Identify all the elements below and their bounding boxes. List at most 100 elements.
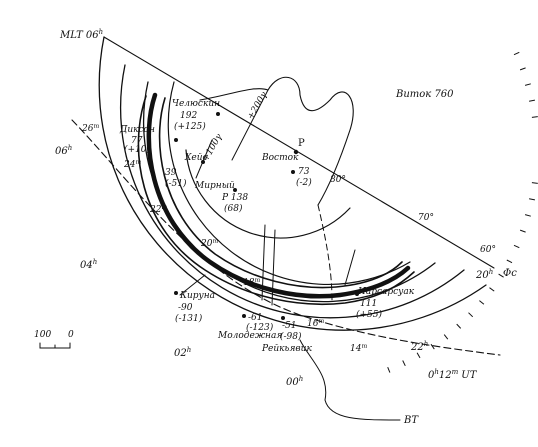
svg-text:(-98): (-98) (280, 331, 302, 342)
svg-text:Восток: Восток (261, 153, 299, 163)
outer-tick (506, 259, 513, 264)
svg-text:Мирный: Мирный (194, 181, 235, 191)
station-kiruna: Кируна -90 (-131) (175, 291, 215, 324)
vector-north (271, 229, 276, 306)
outer-tick (531, 116, 538, 118)
outer-tick (531, 182, 538, 184)
outer-tick (430, 343, 435, 350)
vector-200-label: +200γ (246, 90, 270, 122)
outer-tick (513, 51, 520, 56)
ut-20-label: 20m (200, 238, 218, 249)
kiruna-marker (174, 291, 178, 295)
svg-text:111: 111 (360, 299, 377, 309)
latitude-60-circle (119, 64, 465, 319)
ut-16-label: 16m (307, 318, 324, 329)
diagram-title: Виток 760 (395, 89, 454, 100)
svg-text:Диксон: Диксон (119, 125, 155, 135)
station-narsarsuak: Нарсарсуак 111 (+55) (356, 287, 415, 320)
svg-text:(-2): (-2) (296, 177, 312, 188)
station-dikson: Диксон 77 (+10) (119, 125, 155, 155)
polar-cap-boundary (199, 76, 354, 206)
reykjavik-marker (281, 316, 285, 320)
vector-kiruna (179, 274, 206, 296)
hour-04-label: 04h (80, 258, 97, 271)
auroral-band (146, 92, 411, 299)
hour-02-label: 02h (174, 346, 191, 359)
dashed-meridian (317, 204, 333, 301)
svg-text:(-123): (-123) (246, 322, 274, 333)
bt-curve (299, 339, 401, 421)
auroral-band-inner (158, 97, 403, 289)
vector-east (261, 224, 266, 301)
svg-text:(+55): (+55) (356, 309, 383, 320)
outer-ticks (387, 51, 538, 373)
ut-24-label: 24m (123, 159, 141, 170)
lat-60-label: 60° (480, 245, 496, 255)
mirny-marker (233, 188, 237, 192)
svg-text:-90: -90 (178, 303, 193, 313)
chelyuskin-marker (216, 112, 220, 116)
scale-label-0: 0 (68, 330, 74, 340)
scale-label-100: 100 (34, 330, 51, 340)
molodezhnaya-marker (242, 314, 246, 318)
svg-text:192: 192 (180, 111, 197, 121)
satellite-trajectory (71, 119, 501, 356)
outer-tick (468, 312, 474, 318)
svg-text:73: 73 (298, 167, 310, 177)
svg-text:Челюскин: Челюскин (172, 99, 220, 109)
station-chelyuskin: Челюскин 192 (+125) (172, 99, 220, 132)
station-molodezhnaya: Молодежная -61 (-123) (217, 313, 282, 341)
ut-26-label: 26m (81, 123, 99, 134)
station-vostok: Восток 73 (-2) (261, 153, 312, 188)
hour-22-label: 22h (410, 340, 428, 353)
station-heis: Хейс 39 (-51) (165, 153, 208, 189)
outer-tick (387, 367, 391, 373)
vostok-marker (291, 170, 295, 174)
hour-00-label: 00h (286, 375, 303, 388)
narsarsuak-marker (355, 292, 359, 296)
outer-tick (524, 83, 531, 86)
svg-text:39: 39 (165, 168, 177, 178)
scale-bar (39, 342, 71, 349)
lat-70-label: 70° (418, 213, 434, 223)
heis-marker (201, 160, 205, 164)
svg-text:Рейкьявик: Рейкьявик (261, 344, 312, 354)
svg-text:Молодежная: Молодежная (217, 331, 282, 341)
svg-text:Нарсарсуак: Нарсарсуак (357, 287, 415, 297)
mlt-axis-label: MLT 06h (59, 28, 103, 41)
outer-tick (402, 360, 406, 367)
vector-200 (231, 89, 269, 161)
lat-80-label: 80° (330, 175, 346, 185)
hour-20-label: 20h (475, 268, 493, 281)
ut-14-label: 14m (350, 343, 367, 354)
outer-circle (98, 36, 487, 331)
svg-text:(+10): (+10) (124, 144, 151, 155)
svg-text:(-51): (-51) (165, 178, 187, 189)
outer-tick (479, 300, 485, 305)
outer-tick (513, 244, 520, 249)
dikson-marker (174, 138, 178, 142)
vector-100 (195, 139, 213, 179)
point-p-label: P (298, 138, 305, 149)
vector-narsarsuak (344, 249, 356, 286)
outer-tick (498, 273, 504, 278)
outer-tick (519, 67, 526, 71)
svg-text:-61: -61 (248, 313, 263, 323)
svg-text:Хейс: Хейс (184, 153, 208, 163)
latitude-80-circle (185, 149, 351, 239)
point-p-marker (293, 149, 299, 155)
outer-tick (519, 229, 526, 233)
outer-tick (456, 323, 462, 329)
station-reykjavik: Рейкьявик -51 (-98) (261, 321, 312, 354)
auroral-band-outer (137, 95, 415, 306)
svg-text:(68): (68) (224, 203, 243, 214)
ut-22-label: 22m (149, 204, 167, 215)
outer-tick (489, 287, 495, 292)
svg-text:Кируна: Кируна (179, 291, 215, 301)
phi-c-line (103, 36, 495, 269)
outer-tick (524, 214, 531, 217)
hour-06-label: 06h (55, 144, 72, 157)
